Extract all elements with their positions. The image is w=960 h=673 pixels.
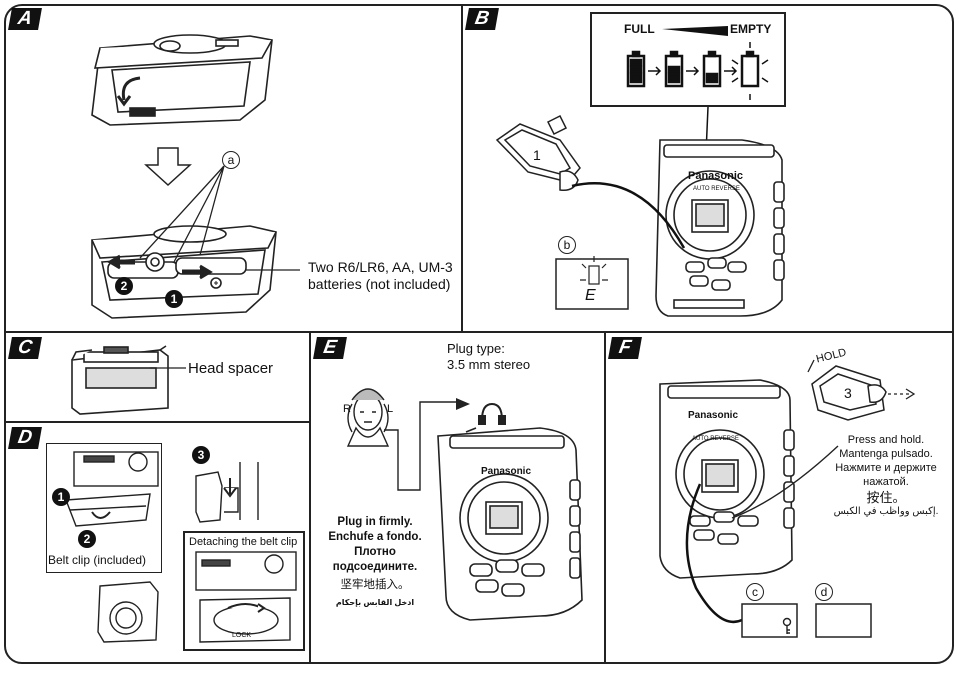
instruction-es: Enchufe a fondo. bbox=[328, 531, 422, 543]
divider-vertical-e-f bbox=[604, 331, 606, 662]
callout-d: d bbox=[815, 583, 833, 601]
empty-label: EMPTY bbox=[730, 22, 772, 36]
step-1-badge-d: 1 bbox=[52, 488, 70, 506]
display-e-box bbox=[555, 256, 629, 310]
belt-clip-label: Belt clip (included) bbox=[48, 553, 147, 567]
instruction-f-ru-2: нажатой. bbox=[863, 476, 909, 488]
head-spacer-device bbox=[71, 345, 169, 415]
lock-label: LOCK bbox=[232, 632, 252, 639]
instruction-f-es: Mantenga pulsado. bbox=[839, 448, 933, 460]
device-with-clip-side bbox=[97, 581, 159, 643]
device-auto-reverse-b: AUTO REVERSE bbox=[693, 186, 740, 192]
battery-empty-blinking-icon bbox=[731, 42, 769, 100]
battery-level-icons bbox=[626, 42, 769, 100]
plug-in-instructions: Plug in firmly. Enchufe a fondo. Плотно … bbox=[320, 515, 430, 610]
instruction-ru-1: Плотно bbox=[354, 546, 396, 558]
battery-instruction-text: Two R6/LR6, AA, UM-3 batteries (not incl… bbox=[308, 259, 453, 292]
instruction-f-ar: إكبس وواظب في الكبس. bbox=[833, 506, 939, 517]
instruction-f-en: Press and hold. bbox=[847, 434, 925, 446]
step-2-badge: 2 bbox=[115, 277, 133, 295]
device-auto-reverse-f: AUTO REVERSE bbox=[692, 436, 739, 442]
step-3-label: 3 bbox=[844, 385, 852, 401]
display-d-box bbox=[815, 603, 872, 638]
press-hold-instructions: Press and hold. Mantenga pulsado. Нажмит… bbox=[824, 433, 948, 519]
key-lock-icon bbox=[782, 617, 792, 634]
device-brand-f: Panasonic bbox=[688, 410, 739, 421]
device-brand-e: Panasonic bbox=[481, 466, 532, 477]
instruction-f-ru-1: Нажмите и держите bbox=[835, 462, 937, 474]
page-frame bbox=[4, 4, 954, 664]
detach-clip-illustration bbox=[195, 551, 297, 643]
instruction-ru-2: подсоедините. bbox=[332, 561, 418, 573]
instruction-en: Plug in firmly. bbox=[337, 516, 413, 528]
ear-r-label: R bbox=[343, 403, 351, 415]
cassette-player-headphone-view bbox=[437, 427, 583, 621]
ear-l-label: L bbox=[387, 403, 394, 415]
device-brand-b: Panasonic bbox=[688, 170, 744, 182]
listener-head bbox=[346, 388, 390, 447]
battery-two-thirds-icon bbox=[664, 50, 684, 88]
battery-one-third-icon bbox=[702, 50, 722, 88]
hand-press-icon bbox=[495, 114, 581, 192]
callout-a: a bbox=[222, 151, 240, 169]
detaching-belt-clip-label: Detaching the belt clip bbox=[189, 536, 298, 548]
callout-b: b bbox=[558, 236, 576, 254]
belt-clip-device bbox=[65, 451, 159, 527]
instruction-f-zh: 按住。 bbox=[866, 490, 906, 505]
step-3-badge-d: 3 bbox=[192, 446, 210, 464]
battery-full-icon bbox=[626, 50, 646, 88]
hold-hand-icon bbox=[811, 365, 887, 421]
plug-type-label: Plug type: 3.5 mm stereo bbox=[447, 341, 531, 372]
level-wedge bbox=[662, 26, 728, 36]
cassette-player-front-view bbox=[655, 139, 785, 317]
divider-horizontal-c-d bbox=[6, 421, 310, 423]
head-spacer-label: Head spacer bbox=[188, 360, 274, 377]
step-1-badge: 1 bbox=[165, 290, 183, 308]
cassette-player-hold-view bbox=[659, 379, 795, 579]
divider-horizontal-middle bbox=[6, 331, 952, 333]
step-2-badge-d: 2 bbox=[78, 530, 96, 548]
instruction-zh: 坚牢地插入。 bbox=[340, 579, 410, 591]
step-1-label: 1 bbox=[533, 147, 541, 163]
clip-detach-side bbox=[195, 462, 259, 523]
display-character: E bbox=[585, 287, 596, 304]
cassette-player-top-view bbox=[91, 34, 273, 126]
instruction-ar: ادخل القابس بإحكام bbox=[335, 598, 415, 607]
callout-c: c bbox=[746, 583, 764, 601]
headphone-icon bbox=[478, 402, 506, 425]
down-arrow-icon bbox=[144, 147, 192, 187]
cassette-player-battery-compartment bbox=[91, 225, 277, 319]
full-label: FULL bbox=[624, 22, 655, 36]
display-c-box bbox=[741, 603, 798, 638]
divider-vertical-top bbox=[461, 6, 463, 332]
divider-vertical-c-e bbox=[309, 331, 311, 662]
